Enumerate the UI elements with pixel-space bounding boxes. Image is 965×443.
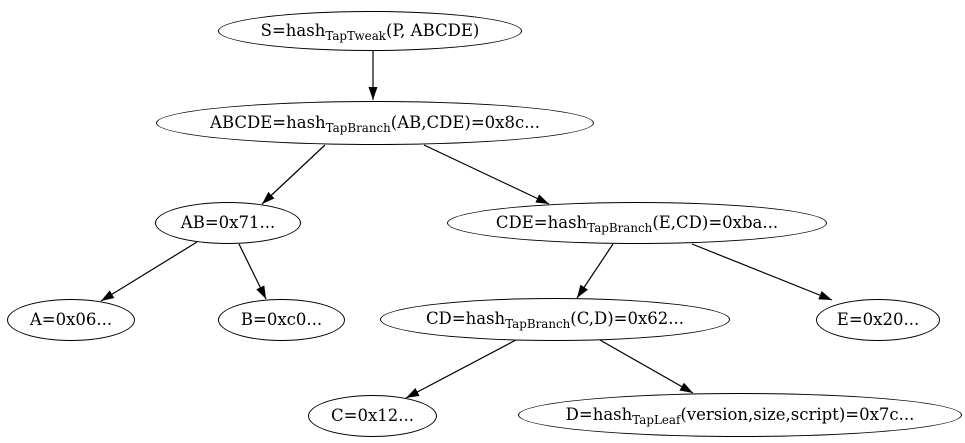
node-ABCDE-prefix: ABCDE=hash [210,112,326,132]
node-D-subscript: TapLeaf [632,412,681,427]
node-E-label: E=0x20... [836,309,920,329]
edge-CD-C [405,339,517,399]
node-S-subscript: TapTweak [325,28,386,43]
edge-AB-B [238,243,267,300]
node-C-label: C=0x12... [331,405,414,425]
node-D-label: D=hashTapLeaf(version,size,script)=0x7c.… [565,404,915,427]
node-CDE-suffix: (E,CD)=0xba... [652,212,779,232]
node-E: E=0x20... [816,299,940,341]
node-B-prefix: B=0xc0... [240,309,323,329]
node-D-prefix: D=hash [565,404,633,424]
node-ABCDE-subscript: TapBranch [325,120,391,135]
edge-ABCDE-CDE [423,144,550,205]
node-S-prefix: S=hash [260,20,326,40]
node-A-label: A=0x06... [29,309,113,329]
node-B-label: B=0xc0... [240,309,323,329]
node-CDE: CDE=hashTapBranch(E,CD)=0xba... [447,202,827,244]
edge-CDE-E [691,243,833,301]
node-D-suffix: (version,size,script)=0x7c... [680,404,915,424]
node-CDE-prefix: CDE=hash [495,212,588,232]
node-B: B=0xc0... [218,299,345,341]
node-CD: CD=hashTapBranch(C,D)=0x62... [380,298,730,341]
node-CDE-label: CDE=hashTapBranch(E,CD)=0xba... [495,212,779,235]
node-ABCDE: ABCDE=hashTapBranch(AB,CDE)=0x8c... [156,101,594,145]
node-S-label: S=hashTapTweak(P, ABCDE) [260,20,480,43]
node-AB-label: AB=0x71... [180,212,276,232]
node-S-suffix: (P, ABCDE) [385,20,480,40]
node-ABCDE-suffix: (AB,CDE)=0x8c... [390,112,540,132]
node-A: A=0x06... [7,299,135,341]
edge-CD-D [599,339,694,394]
node-D: D=hashTapLeaf(version,size,script)=0x7c.… [518,393,962,437]
node-E-prefix: E=0x20... [836,309,920,329]
node-CD-prefix: CD=hash [425,309,506,329]
node-ABCDE-label: ABCDE=hashTapBranch(AB,CDE)=0x8c... [210,112,540,135]
node-C-prefix: C=0x12... [331,405,414,425]
edge-CDE-CD [576,243,614,299]
node-CD-label: CD=hashTapBranch(C,D)=0x62... [425,309,685,332]
node-CD-suffix: (C,D)=0x62... [570,309,685,329]
node-CD-subscript: TapBranch [505,317,571,332]
node-S: S=hashTapTweak(P, ABCDE) [218,11,522,51]
node-A-prefix: A=0x06... [29,309,113,329]
edge-ABCDE-AB [261,144,326,205]
node-AB-prefix: AB=0x71... [180,212,276,232]
node-CDE-subscript: TapBranch [587,220,653,235]
node-C: C=0x12... [308,395,437,437]
node-AB: AB=0x71... [155,202,301,244]
edge-AB-A [100,241,198,302]
